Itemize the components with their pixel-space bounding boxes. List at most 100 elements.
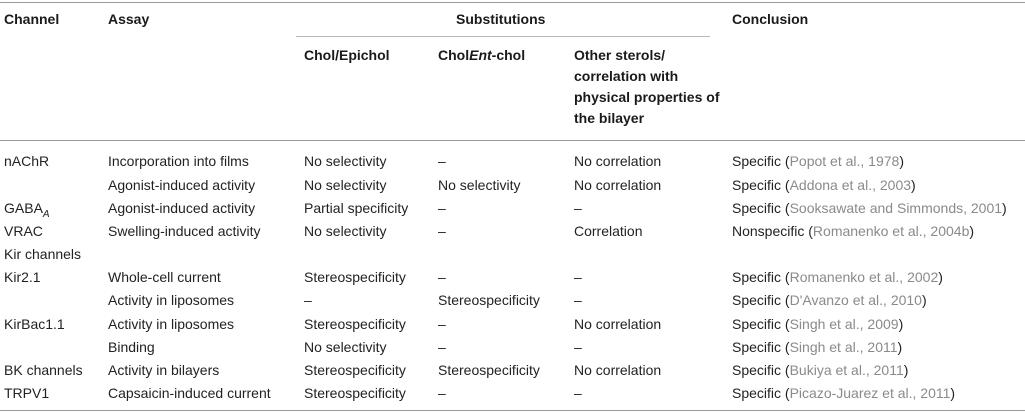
channel-name: GABA <box>4 200 43 216</box>
cell-conclusion: Specific (D'Avanzo et al., 2010) <box>732 291 927 309</box>
conclusion-close-paren: ) <box>950 385 956 401</box>
conclusion-text: Specific ( <box>732 153 790 169</box>
cell-conclusion: Specific (Addona et al., 2003) <box>732 176 916 194</box>
cell-chol-epichol: No selectivity <box>304 153 387 169</box>
conclusion-text: Nonspecific ( <box>732 223 813 239</box>
conclusion-text: Specific ( <box>732 200 790 216</box>
conclusion-text: Specific ( <box>732 385 790 401</box>
conclusion-text: Specific ( <box>732 177 790 193</box>
cell-channel: BK channels <box>4 361 83 386</box>
cell-chol-epichol: Stereospecificity <box>304 362 406 378</box>
cell-channel: KirBac1.1 <box>4 315 65 340</box>
header-channel: Channel <box>4 11 60 27</box>
cell-chol-ent-chol: Stereospecificity <box>438 362 540 378</box>
header-chol-ent-suffix: -chol <box>491 47 526 63</box>
cell-chol-epichol: Partial specificity <box>304 200 409 216</box>
header-chol-ent-italic: Ent <box>469 47 492 63</box>
conclusion-close-paren: ) <box>1002 200 1007 216</box>
header-substitutions: Substitutions <box>456 11 546 27</box>
channel-name: Kir2.1 <box>4 269 41 285</box>
reference-link[interactable]: Bukiya et al., 2011 <box>789 362 904 378</box>
reference-link[interactable]: Popot et al., 1978 <box>789 153 900 169</box>
cell-assay: Whole-cell current <box>108 269 221 285</box>
cell-other-sterols: – <box>574 339 582 355</box>
cell-chol-epichol: – <box>304 292 312 308</box>
conclusion-close-paren: ) <box>897 339 903 355</box>
conclusion-text: Specific ( <box>732 339 790 355</box>
cell-conclusion: Specific (Popot et al., 1978) <box>732 152 904 170</box>
cell-chol-ent-chol: – <box>438 200 446 216</box>
cell-other-sterols: – <box>574 292 582 308</box>
cell-chol-epichol: Stereospecificity <box>304 269 406 285</box>
cell-chol-ent-chol: – <box>438 223 446 239</box>
cell-other-sterols: No correlation <box>574 316 662 332</box>
cell-other-sterols: No correlation <box>574 153 662 169</box>
cell-channel: GABAA <box>4 199 50 224</box>
reference-link[interactable]: Picazo-Juarez et al., 2011 <box>789 385 951 401</box>
conclusion-close-paren: ) <box>911 177 916 193</box>
cell-conclusion: Specific (Bukiya et al., 2011) <box>732 361 908 379</box>
cell-chol-ent-chol: – <box>438 269 446 285</box>
channel-name: Kir channels <box>4 246 82 262</box>
cell-channel: Kir channels <box>4 245 81 270</box>
cell-chol-ent-chol: Stereospecificity <box>438 292 540 308</box>
cell-assay: Agonist-induced activity <box>108 200 256 216</box>
cell-channel: TRPV1 <box>4 384 49 409</box>
reference-link[interactable]: Singh et al., 2009 <box>789 316 899 332</box>
cell-channel: VRAC <box>4 222 43 247</box>
cell-other-sterols: No correlation <box>574 362 662 378</box>
cell-chol-ent-chol: – <box>438 339 446 355</box>
cell-other-sterols: – <box>574 200 582 216</box>
reference-link[interactable]: Sooksawate and Simmonds, 2001 <box>789 200 1003 216</box>
cell-assay: Incorporation into films <box>108 153 249 169</box>
cell-conclusion: Specific (Singh et al., 2009) <box>732 315 903 333</box>
reference-link[interactable]: Romanenko et al., 2002 <box>789 269 939 285</box>
cell-other-sterols: Correlation <box>574 223 643 239</box>
substitutions-underline <box>296 36 710 37</box>
channel-name: TRPV1 <box>4 385 50 401</box>
header-assay: Assay <box>108 11 150 27</box>
table-bottom-rule <box>0 410 1025 411</box>
conclusion-close-paren: ) <box>903 362 909 378</box>
cell-chol-ent-chol: – <box>438 316 446 332</box>
cell-chol-epichol: No selectivity <box>304 339 387 355</box>
cell-chol-epichol: Stereospecificity <box>304 316 406 332</box>
header-other-sterols: Other sterols/ correlation with physical… <box>574 47 720 126</box>
header-chol-ent-prefix: Chol <box>438 47 470 63</box>
header-chol-epichol: Chol/Epichol <box>304 47 390 63</box>
channel-subscript: A <box>42 208 50 220</box>
cell-other-sterols: No correlation <box>574 177 662 193</box>
conclusion-text: Specific ( <box>732 316 790 332</box>
conclusion-close-paren: ) <box>938 269 943 285</box>
cell-channel: nAChR <box>4 152 49 177</box>
conclusion-text: Specific ( <box>732 362 790 378</box>
cell-chol-epichol: No selectivity <box>304 177 387 193</box>
cell-conclusion: Specific (Sooksawate and Simmonds, 2001) <box>732 199 1007 217</box>
cell-chol-ent-chol: – <box>438 153 446 169</box>
cell-assay: Agonist-induced activity <box>108 177 256 193</box>
cell-chol-epichol: Stereospecificity <box>304 385 406 401</box>
cell-other-sterols: – <box>574 269 582 285</box>
channel-name: KirBac1.1 <box>4 316 65 332</box>
reference-link[interactable]: D'Avanzo et al., 2010 <box>789 292 922 308</box>
channel-name: nAChR <box>4 153 50 169</box>
cell-assay: Activity in liposomes <box>108 292 235 308</box>
cell-assay: Capsaicin-induced current <box>108 385 271 401</box>
conclusion-close-paren: ) <box>921 292 927 308</box>
channel-name: BK channels <box>4 362 83 378</box>
cell-chol-epichol: No selectivity <box>304 223 387 239</box>
cell-assay: Swelling-induced activity <box>108 223 261 239</box>
reference-link[interactable]: Romanenko et al., 2004b <box>812 223 970 239</box>
cell-chol-ent-chol: – <box>438 385 446 401</box>
reference-link[interactable]: Addona et al., 2003 <box>789 177 912 193</box>
cell-conclusion: Specific (Singh et al., 2011) <box>732 338 902 356</box>
cell-conclusion: Specific (Picazo-Juarez et al., 2011) <box>732 384 955 402</box>
cell-other-sterols: – <box>574 385 582 401</box>
conclusion-close-paren: ) <box>898 316 904 332</box>
reference-link[interactable]: Singh et al., 2011 <box>789 339 898 355</box>
cell-chol-ent-chol: No selectivity <box>438 177 521 193</box>
conclusion-close-paren: ) <box>899 153 905 169</box>
cell-assay: Activity in liposomes <box>108 316 235 332</box>
header-bottom-rule <box>0 140 1025 141</box>
cell-conclusion: Specific (Romanenko et al., 2002) <box>732 268 943 286</box>
